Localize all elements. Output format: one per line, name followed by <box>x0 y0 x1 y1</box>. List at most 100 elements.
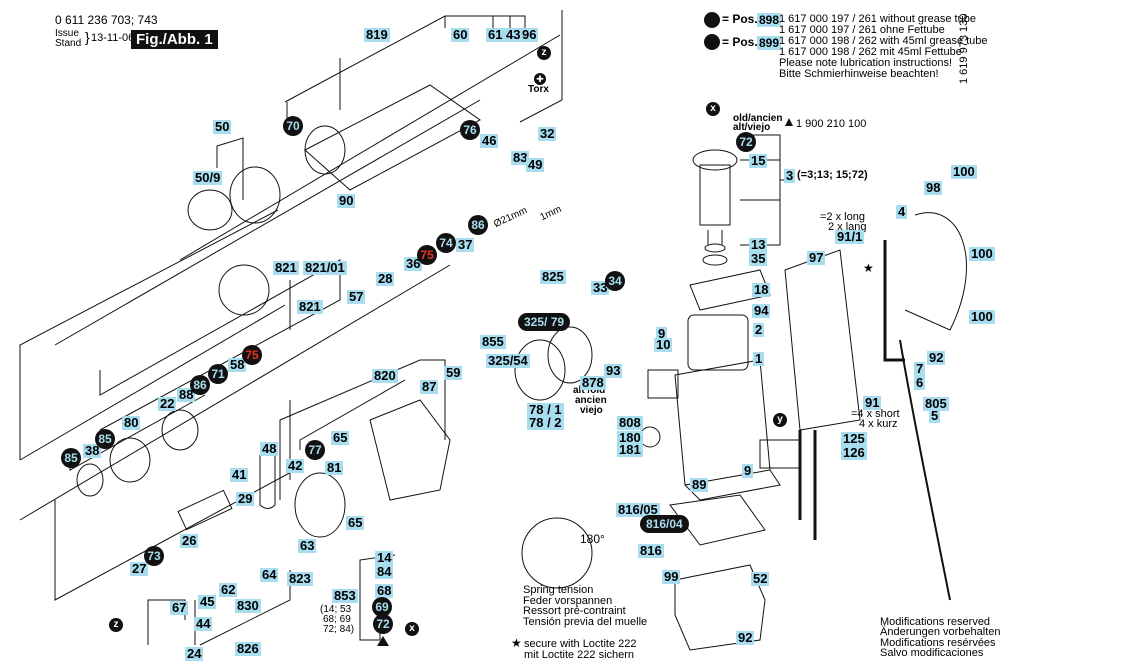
part-label-26: 26 <box>180 533 199 548</box>
part-label-830: 830 <box>235 598 261 613</box>
issue-date: 13-11-06 <box>91 32 135 44</box>
note-line: Feder vorspannen <box>523 595 613 607</box>
grease-marker-85: 85 <box>95 429 115 449</box>
note-line: Ressort pré-contraint <box>523 605 626 617</box>
set-853-contents: 72; 84) <box>323 624 355 635</box>
set-853-contents: 68; 69 <box>323 614 351 625</box>
figure-title: Fig./Abb. 1 <box>131 30 218 49</box>
part-label-78-1: 78 / 1 <box>527 402 564 417</box>
part-label-10: 10 <box>654 337 673 352</box>
note-line: Änderungen vorbehalten <box>880 626 1001 638</box>
part-label-84: 84 <box>375 564 394 579</box>
part-label-98: 98 <box>924 180 943 195</box>
grease-marker-71: 71 <box>208 364 228 384</box>
old-label: old/ancien <box>733 113 783 124</box>
screw-note: =4 x short <box>851 408 900 420</box>
pos-prefix: = Pos. <box>722 35 758 49</box>
loctite-star-icon: ★ <box>863 261 874 275</box>
star-icon: ★ <box>511 636 522 650</box>
part-label-825: 825 <box>540 269 566 284</box>
part-label-49: 49 <box>526 157 545 172</box>
part-label-99: 99 <box>662 569 681 584</box>
part-label-28: 28 <box>376 271 395 286</box>
part-label-92: 92 <box>927 350 946 365</box>
part-label-808: 808 <box>617 415 643 430</box>
part-label-43: 43 <box>504 27 523 42</box>
lubrication-note: Please note lubrication instructions! <box>779 57 953 69</box>
part-label-88: 88 <box>177 387 196 402</box>
grease-marker-86: 86 <box>190 375 210 395</box>
part-label-100: 100 <box>969 246 995 261</box>
part-label-15: 15 <box>749 153 768 168</box>
part-label-29: 29 <box>236 491 255 506</box>
note-line: secure with Loctite 222 <box>524 638 637 650</box>
product-number: 0 611 236 703; 743 <box>55 13 158 27</box>
part-label-67: 67 <box>170 600 189 615</box>
grease-marker-76: 76 <box>460 120 480 140</box>
part-label-83: 83 <box>511 150 530 165</box>
assembly-note: (=3;13; 15;72) <box>797 169 868 181</box>
part-label-96: 96 <box>520 27 539 42</box>
part-label-2: 2 <box>753 322 765 337</box>
note-line: Salvo modificaciones <box>880 647 984 659</box>
part-label-50-9: 50/9 <box>193 170 223 185</box>
part-label-91: 91 <box>863 395 882 410</box>
part-label-816: 816 <box>638 543 664 558</box>
part-label-35: 35 <box>749 251 768 266</box>
stand-label: Stand <box>55 38 82 49</box>
part-label-100: 100 <box>969 309 995 324</box>
part-label-46: 46 <box>480 133 499 148</box>
part-label-180: 180 <box>617 430 643 445</box>
grease-marker-75: 75 <box>417 245 437 265</box>
part-label-60: 60 <box>451 27 470 42</box>
rotation-angle: 180° <box>580 532 605 546</box>
lubrication-note: Bitte Schmierhinweise beachten! <box>779 68 939 80</box>
part-label-181: 181 <box>617 442 643 457</box>
grease-marker-34: 34 <box>605 271 625 291</box>
alt-old-label: alt /old <box>573 385 606 396</box>
part-label-27: 27 <box>130 561 149 576</box>
brace-glyph: } <box>85 29 90 45</box>
part-label-819: 819 <box>364 27 390 42</box>
part-label-33: 33 <box>591 280 610 295</box>
old-label: alt/viejo <box>733 122 771 133</box>
part-label-48: 48 <box>260 441 279 456</box>
grease-marker-816-04: 816/04 <box>640 515 689 533</box>
part-label-821-01: 821/01 <box>303 260 347 275</box>
grease-marker-70: 70 <box>283 116 303 136</box>
part-label-22: 22 <box>158 396 177 411</box>
grease-marker-77: 77 <box>305 440 325 460</box>
part-label-80: 80 <box>122 415 141 430</box>
grease-marker-325-79: 325/ 79 <box>518 313 571 331</box>
part-label-855: 855 <box>480 334 506 349</box>
part-label-64: 64 <box>260 567 279 582</box>
part-label-50: 50 <box>213 119 232 134</box>
part-label-45: 45 <box>198 594 217 609</box>
grease-line: 1 617 000 198 / 262 mit 45ml Fettube <box>779 46 962 58</box>
note-line: Spring tension <box>523 584 594 596</box>
grease-marker-72: 72 <box>373 614 393 634</box>
part-label-63: 63 <box>298 538 317 553</box>
part-label-100: 100 <box>951 164 977 179</box>
part-label-97: 97 <box>807 250 826 265</box>
part-label-92: 92 <box>736 630 755 645</box>
part-label-59: 59 <box>444 365 463 380</box>
part-label-325-54: 325/54 <box>486 353 530 368</box>
part-label-38: 38 <box>83 443 102 458</box>
part-label-823: 823 <box>287 571 313 586</box>
grease-marker-73: 73 <box>144 546 164 566</box>
part-label-89: 89 <box>690 477 709 492</box>
marker-x: x <box>706 102 720 116</box>
part-label-41: 41 <box>230 467 249 482</box>
grease-marker-86: 86 <box>468 215 488 235</box>
part-label-58: 58 <box>228 357 247 372</box>
part-label-57: 57 <box>347 289 366 304</box>
part-label-18: 18 <box>752 282 771 297</box>
part-label-5: 5 <box>929 408 941 423</box>
set-853-contents: (14; 53 <box>320 604 352 615</box>
alt-old-label: viejo <box>580 405 603 416</box>
part-label-94: 94 <box>752 303 771 318</box>
part-label-853: 853 <box>332 588 358 603</box>
grease-marker-69: 69 <box>372 597 392 617</box>
